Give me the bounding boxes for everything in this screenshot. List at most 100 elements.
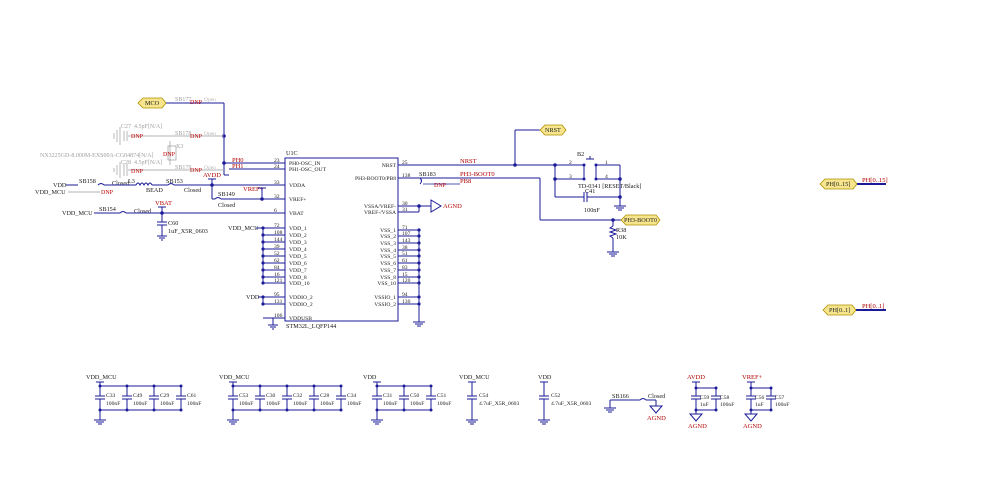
analog-cap-ref: C56 (755, 395, 765, 401)
analog-cap-ref: C57 (775, 395, 785, 401)
chip-pin-number: 30 (402, 201, 408, 207)
chip-pin-number: 61 (402, 258, 408, 264)
b2-pin1: 1 (605, 160, 608, 166)
c27-label: C27 (121, 124, 131, 130)
vdd-rails: VDD_MCU VDD (228, 225, 278, 330)
chip-pin-name: VSS_7 (380, 268, 396, 274)
sb177-label: SB177 (175, 97, 191, 103)
r38-resistor (608, 225, 618, 239)
vdd-left: VDD (53, 182, 67, 189)
bead-icon (135, 182, 153, 187)
chip-pin-name: VSS_5 (380, 254, 396, 260)
analog-cap-value: 1uF (700, 402, 709, 408)
chip-pin-number: 84 (274, 265, 280, 271)
cap-ref: C28 (320, 393, 330, 399)
cap-value: 100nF (133, 401, 147, 407)
chip-pin-name: VSSIO_1 (374, 295, 396, 301)
chip-pin-name: VDD_2 (289, 233, 307, 239)
c28b-label: C28 (121, 160, 131, 166)
chip-pin-name: VDDIO_2 (289, 295, 313, 301)
chip-pin-number: 138 (402, 173, 411, 179)
net-agnd-vref: AGND (743, 423, 762, 430)
chip-pin-number: 51 (402, 251, 408, 257)
chip-pin-number: 16 (274, 272, 280, 278)
chip-pin-name: VSS_6 (380, 261, 396, 267)
chip-pin-number: 23 (274, 158, 280, 164)
sb153-closed: Closed (184, 187, 202, 194)
c60-label: C60 (168, 220, 178, 227)
cap-group-net: VDD_MCU (86, 374, 117, 381)
chip-pin-number: 107 (402, 231, 411, 237)
c28b-value: 4.5pF[N/A] (134, 160, 162, 166)
b2-pin2: 2 (569, 160, 572, 166)
bulk-cap-value: 4.7uF_X5R_0603 (479, 401, 519, 407)
c41-value: 100nF (584, 207, 600, 214)
cap-value: 100nF (320, 401, 334, 407)
cap-ref: C53 (239, 393, 249, 399)
c27-dnp: DNP (131, 134, 144, 140)
sb183-label: SB183 (419, 171, 436, 178)
bulk-cap-ref: C54 (479, 393, 489, 399)
chip-pin-name: VDD_1 (289, 226, 307, 232)
cap-value: 100nF (266, 401, 280, 407)
chip-pin-name: VSS_10 (377, 281, 396, 287)
net-nrst: NRST (460, 158, 477, 165)
cap-ref: C33 (106, 393, 116, 399)
chip-right-pins: 25NRST138PH3-BOOT0/PB830VSSA/VREF-31VREF… (355, 160, 421, 308)
b2-label: B2 (577, 151, 584, 158)
mco-port-label: MCO (145, 100, 160, 107)
chip-pin-name: VREF-/VSSA (364, 210, 396, 216)
chip-pin-name: VSS_3 (380, 241, 396, 247)
sb178-label: SB178 (175, 131, 191, 137)
boot0-port-label: PH3-BOOT0 (624, 217, 657, 224)
chip-pin-number: 143 (402, 238, 411, 244)
cap-ref: C29 (160, 393, 170, 399)
c27-value: 4.5pF[N/A] (134, 124, 162, 130)
boot0-port[interactable] (620, 214, 661, 226)
r38-value: 10K (616, 234, 627, 241)
chip-pin-number: 144 (274, 237, 283, 243)
sb166-closed: Closed (648, 393, 666, 400)
sb179-label: SB179 (175, 165, 191, 171)
chip-pin-name: VBAT (289, 211, 304, 217)
sb154-closed: Closed (134, 208, 152, 215)
chip-body (284, 157, 399, 322)
net-pb8: PB8 (460, 178, 471, 185)
vdd-mcu-rail: VDD_MCU (228, 225, 259, 232)
ph15-port-label: PH[0..15] (826, 181, 850, 188)
cap-value: 100nF (239, 401, 253, 407)
c60-value: 1uF_X5R_0603 (168, 228, 208, 235)
b2-pin3: 3 (569, 174, 572, 180)
sb149-closed: Closed (218, 202, 236, 209)
cap-value: 100nF (106, 401, 120, 407)
b2-pin4: 4 (605, 174, 608, 180)
cap-value: 100nF (437, 401, 451, 407)
boot-section: SB183 PH3-BOOT0 DNP PB8 PH3-BOOT0 R38 10… (398, 171, 661, 257)
analog-cap-ref: C59 (700, 395, 710, 401)
sb178-open: Open (204, 131, 216, 137)
sb154-label: SB154 (99, 206, 116, 213)
vdd-mcu-left: VDD_MCU (35, 189, 66, 196)
analog-decoupling: AVDDC591uFC58100nFVREF+C561uFC57100nFAGN… (687, 374, 789, 430)
chip-pin-name: VDD_5 (289, 254, 307, 260)
net-agnd-sb166: AGND (647, 415, 666, 422)
chip-pin-number: 38 (402, 245, 408, 251)
net-ph0: PH0 (232, 157, 244, 164)
sb158-label: SB158 (79, 178, 96, 185)
sb180-dnp: DNP (101, 190, 114, 196)
chip-pin-number: 62 (274, 258, 280, 264)
nrst-port[interactable] (539, 124, 567, 136)
net-ph3boot0: PH3-BOOT0 (460, 171, 495, 178)
net-agnd-vss: AGND (443, 203, 462, 210)
net-avdd-top: AVDD (203, 172, 221, 179)
cap-value: 100nF (347, 401, 361, 407)
x3-part: NX3225GD-8.000M-EXS00A-CG04874[N/A] (40, 153, 154, 159)
analog-net: AVDD (687, 374, 705, 381)
chip-pin-number: 33 (274, 180, 280, 186)
chip-pin-name: PH3-BOOT0/PB8 (355, 176, 396, 182)
